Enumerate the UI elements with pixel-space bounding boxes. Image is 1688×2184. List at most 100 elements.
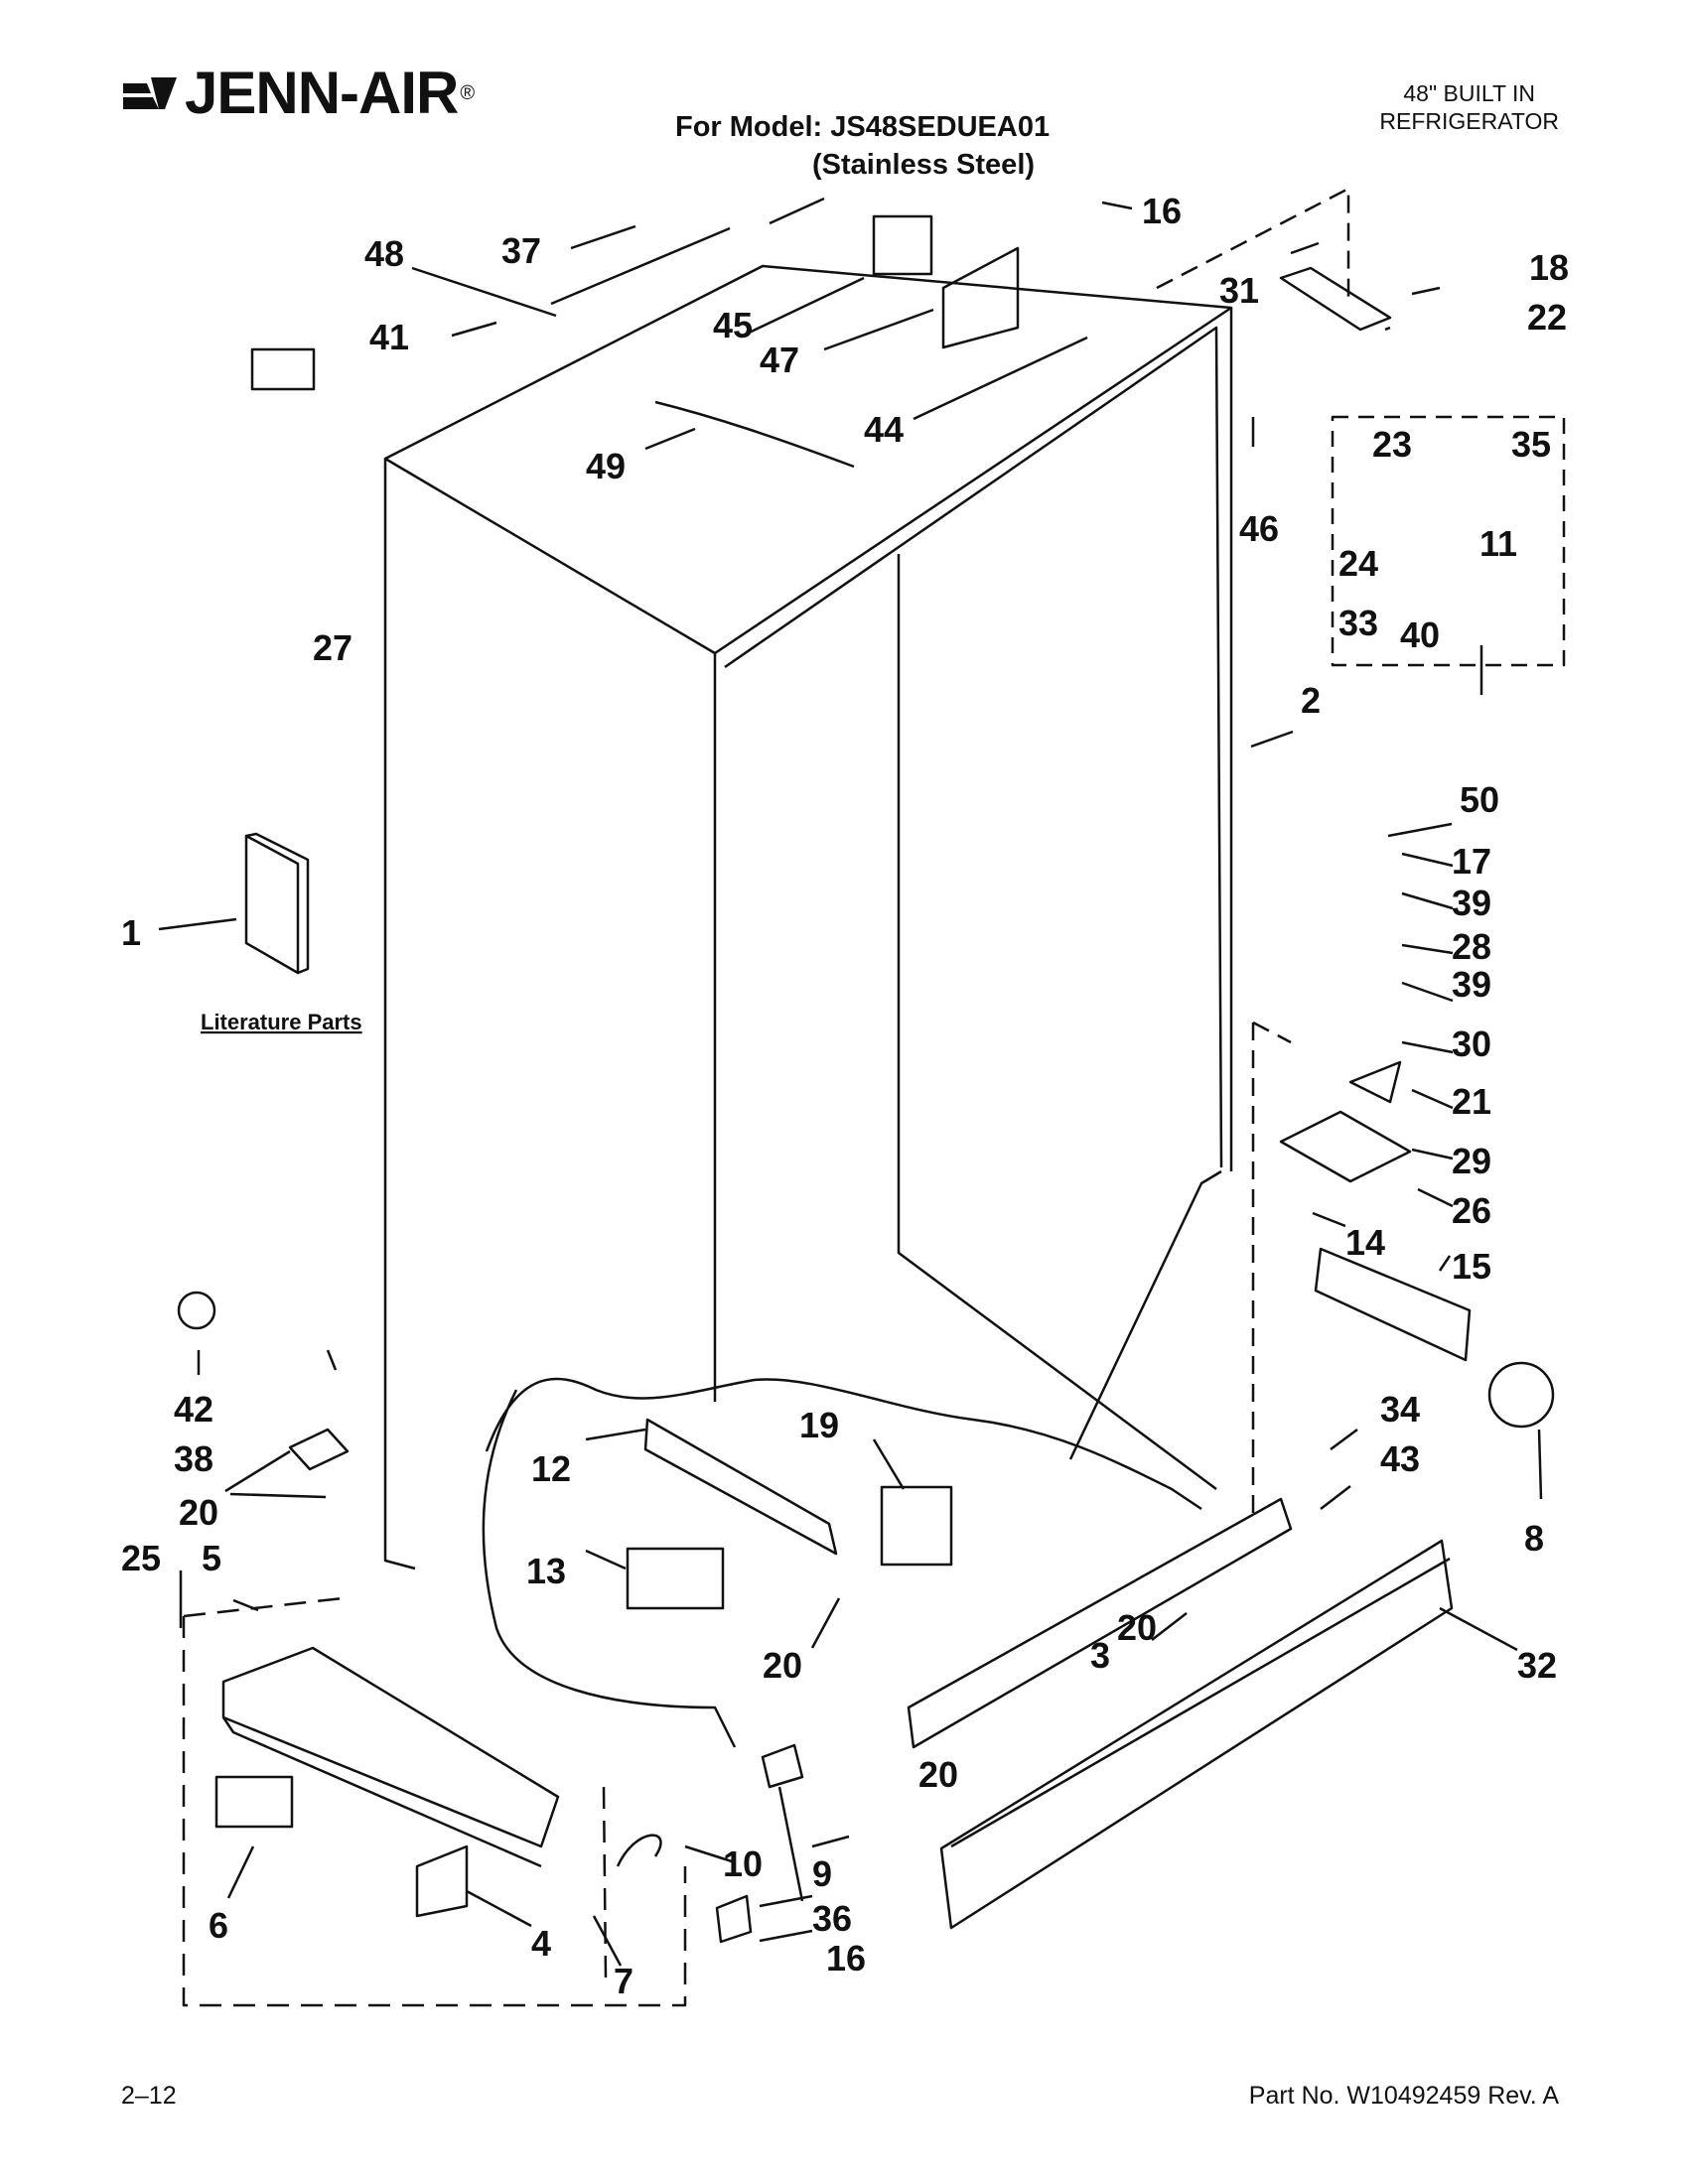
callout-39-b: 39 (1452, 964, 1491, 1005)
callout-39-a: 39 (1452, 883, 1491, 923)
kick-plate (939, 1539, 1454, 1930)
part-21-hinge (1348, 1060, 1402, 1104)
callout-31: 31 (1219, 270, 1259, 311)
part-49-harness (654, 400, 855, 469)
callout-48: 48 (364, 233, 404, 274)
callout-8: 8 (1524, 1518, 1544, 1559)
part-18-plate (1279, 266, 1392, 332)
callout-20-a: 20 (179, 1492, 218, 1533)
callout-40: 40 (1400, 614, 1440, 655)
callout-22: 22 (1527, 297, 1567, 338)
hinge-kit-box (1331, 415, 1566, 667)
callout-labels: 1 2 3 4 5 6 7 8 9 10 11 12 13 14 15 16 1… (121, 191, 1569, 2001)
part-8-cap (1487, 1361, 1555, 1429)
cabinet-inner-right (1068, 1169, 1222, 1460)
part-10-tube (616, 1834, 662, 1867)
callout-13: 13 (526, 1551, 566, 1591)
callout-47: 47 (760, 340, 799, 380)
callout-41: 41 (369, 317, 409, 357)
part-47-bracket (941, 246, 1020, 349)
part-38-bracket (288, 1428, 350, 1471)
callout-1: 1 (121, 912, 141, 953)
callout-38: 38 (174, 1438, 213, 1479)
part-number: Part No. W10492459 Rev. A (1248, 2082, 1559, 2110)
callout-50: 50 (1460, 779, 1499, 820)
part-15-filter (1314, 1247, 1472, 1362)
part-42-plug (177, 1291, 216, 1330)
callout-49: 49 (586, 446, 626, 486)
part-29-plate (1279, 1110, 1412, 1183)
leader-lines (158, 201, 1543, 1967)
product-line-1: 48" BUILT IN (1403, 80, 1535, 106)
callout-32: 32 (1517, 1645, 1557, 1686)
brand-logo: JENN-AIR® (121, 64, 475, 123)
product-line-2: REFRIGERATOR (1379, 108, 1559, 134)
callout-34: 34 (1380, 1389, 1420, 1430)
callout-4: 4 (531, 1923, 551, 1964)
base-frame (221, 1646, 560, 1868)
part-9-clip (761, 1743, 804, 1789)
callout-30: 30 (1452, 1024, 1491, 1064)
callout-27: 27 (313, 627, 352, 668)
callout-16-top: 16 (1142, 191, 1182, 231)
callout-29: 29 (1452, 1141, 1491, 1181)
callout-20-c: 20 (918, 1754, 958, 1795)
callout-26: 26 (1452, 1190, 1491, 1231)
callout-20-d: 20 (1117, 1607, 1157, 1648)
callout-46: 46 (1239, 508, 1279, 549)
callout-3: 3 (1090, 1635, 1110, 1676)
product-type: 48" BUILT IN REFRIGERATOR (1379, 79, 1559, 135)
callout-44: 44 (864, 409, 904, 450)
literature-parts-label: Literature Parts (201, 1010, 362, 1034)
part-36-clip (715, 1894, 753, 1944)
callout-6: 6 (209, 1905, 228, 1946)
callout-33: 33 (1338, 603, 1378, 643)
callout-12: 12 (531, 1448, 571, 1489)
cabinet-top (383, 264, 1233, 655)
part-13-tray (626, 1547, 725, 1610)
callout-43: 43 (1380, 1438, 1420, 1479)
callout-9: 9 (812, 1853, 832, 1894)
callout-19: 19 (799, 1405, 839, 1445)
registered-icon: ® (460, 81, 476, 104)
callout-11: 11 (1479, 523, 1517, 564)
callout-36: 36 (812, 1898, 852, 1939)
part-27-clip (250, 347, 316, 391)
literature-booklet (244, 832, 310, 975)
callout-16-bottom: 16 (826, 1938, 866, 1979)
callout-2: 2 (1301, 680, 1321, 721)
part-45-relay (872, 214, 933, 276)
callout-20-b: 20 (763, 1645, 802, 1686)
callout-37: 37 (501, 230, 541, 271)
callout-15: 15 (1452, 1246, 1491, 1287)
top-hinge-frame (1156, 187, 1350, 298)
cabinet-cutaway (482, 1377, 1202, 1748)
callout-17: 17 (1452, 841, 1491, 882)
model-title: For Model: JS48SEDUEA01 (675, 111, 1051, 143)
callout-25: 25 (121, 1538, 161, 1578)
jenn-air-swoosh-icon (123, 77, 177, 109)
part-6-leveler (214, 1775, 294, 1829)
callout-21: 21 (1452, 1081, 1491, 1122)
callout-45: 45 (713, 305, 753, 345)
cabinet-inner (724, 326, 1223, 1491)
callout-10: 10 (723, 1843, 763, 1884)
callout-7: 7 (614, 1961, 633, 2001)
part-12-tube (643, 1418, 838, 1556)
lower-hinge-frame (1251, 1021, 1292, 1519)
base-grille (907, 1497, 1293, 1749)
part-19-fan (880, 1485, 953, 1567)
part-4-roller (415, 1844, 469, 1918)
base-assembly-box (182, 1596, 687, 2007)
callout-23: 23 (1372, 424, 1412, 465)
page-number: 2–12 (121, 2082, 177, 2110)
callout-35: 35 (1511, 424, 1551, 465)
callout-24: 24 (1338, 543, 1378, 584)
callout-28: 28 (1452, 926, 1491, 967)
model-finish: (Stainless Steel) (812, 149, 1036, 181)
brand-name: JENN-AIR (185, 60, 459, 126)
top-rear-strip (550, 197, 825, 306)
callout-14: 14 (1345, 1222, 1385, 1263)
callout-42: 42 (174, 1389, 213, 1430)
